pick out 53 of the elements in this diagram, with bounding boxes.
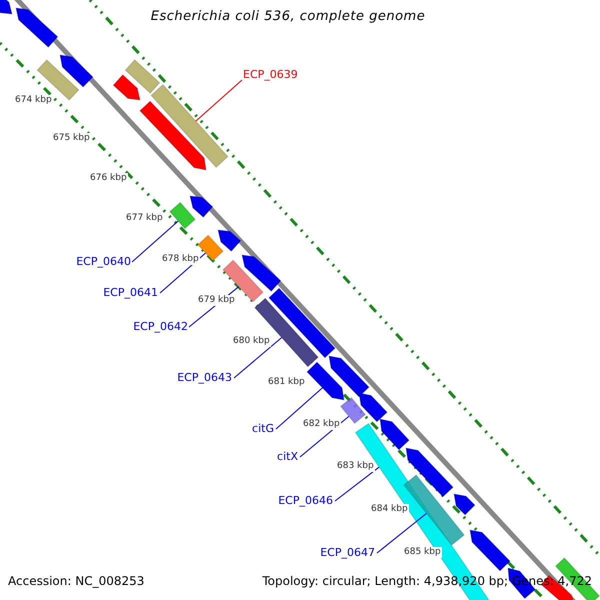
scale-label: 680 kbp [232,336,271,347]
gene-label: ECP_0643 [177,372,232,383]
scale-label: 682 kbp [302,419,341,430]
scale-label: 674 kbp [14,95,53,106]
scale-label: 683 kbp [336,461,375,472]
gene-bar [150,84,229,168]
gene-bar [169,202,196,230]
scale-label: 677 kbp [125,213,164,224]
gene-label: ECP_0640 [76,256,131,267]
accession-text: Accession: NC_008253 [8,575,144,587]
gene-bar [15,7,58,48]
leader-line [276,387,323,430]
gene-bar [405,447,454,498]
leader-line [376,512,427,554]
leader-line [334,466,380,502]
scale-label: 676 kbp [89,173,128,184]
gene-bar [0,0,13,15]
gene-bar [358,392,388,422]
scale-label: 678 kbp [161,254,200,265]
gene-bar [124,59,160,94]
gene-bar [379,418,410,450]
gene-bar [241,254,282,292]
scale-label: 684 kbp [370,504,409,515]
gene-bar [112,74,141,101]
gene-bar [189,195,214,218]
gene-label: ECP_0639 [243,69,298,80]
gene-label: citX [277,451,298,462]
gene-bar [139,100,207,171]
gene-label: citG [252,423,274,434]
scale-label: 685 kbp [403,547,442,558]
gene-label: ECP_0646 [278,495,333,506]
scale-label: 681 kbp [267,377,306,388]
gene-bar [59,54,94,88]
gene-label: ECP_0641 [103,287,158,298]
gene-bar [217,229,242,252]
gene-bar [328,355,370,398]
gene-bar [469,529,511,572]
leader-line [160,252,206,294]
leader-line [234,337,282,378]
gene-label: ECP_0642 [133,321,188,332]
gene-label: ECP_0647 [320,547,375,558]
gene-bar [268,288,336,358]
leader-line [132,220,179,262]
gene-bar [306,361,345,401]
leader-line [300,416,350,458]
leader-line [195,80,242,122]
gene-bar [453,493,476,516]
gene-bar [254,298,319,368]
gene-bar [197,234,224,262]
scale-label: 675 kbp [52,133,91,144]
title: Escherichia coli 536, complete genome [150,10,426,23]
scale-label: 679 kbp [197,295,236,306]
gene-bar [340,396,366,424]
